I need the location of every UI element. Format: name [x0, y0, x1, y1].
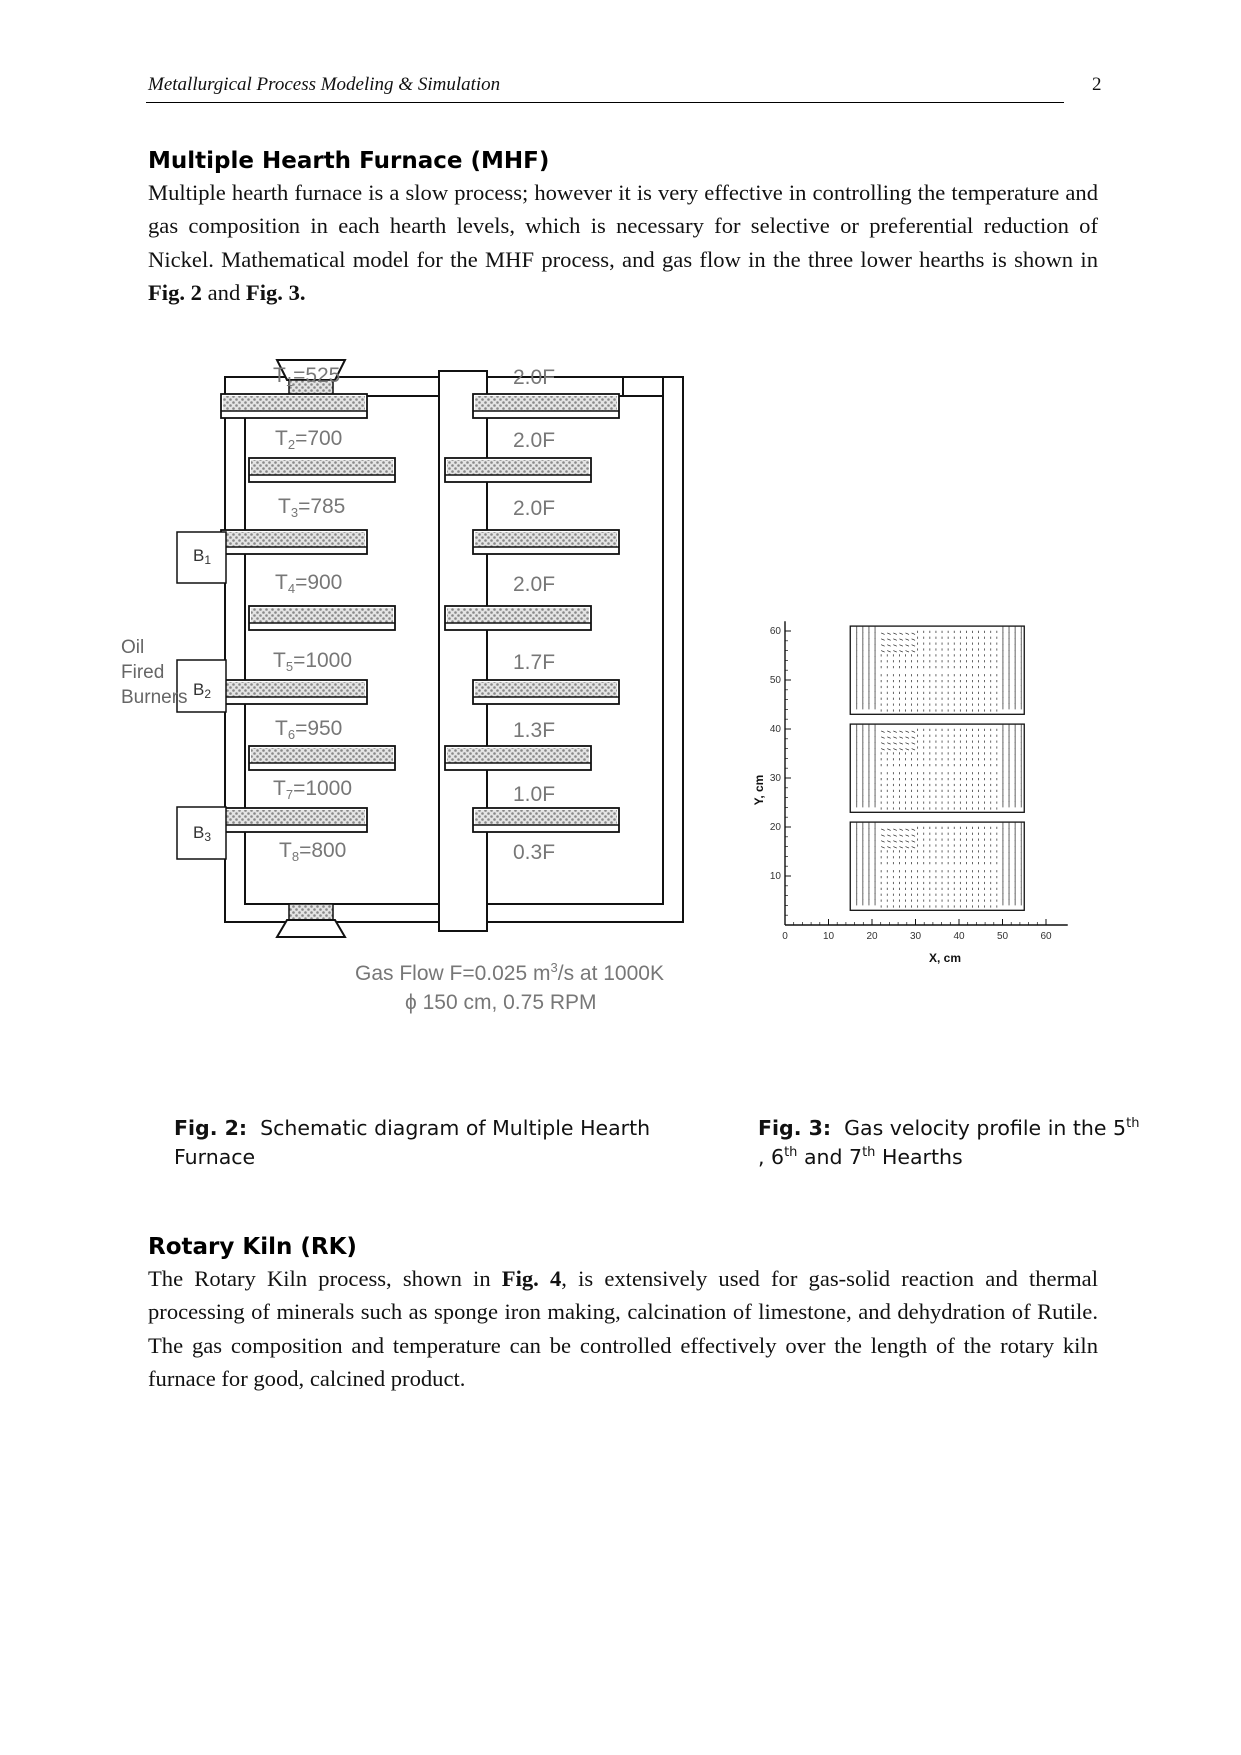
running-title: Metallurgical Process Modeling & Simulat… [148, 74, 501, 95]
svg-text:Burners: Burners [121, 687, 188, 708]
central-shaft [438, 370, 488, 932]
hearth-plate [472, 529, 620, 555]
hearth-temperature: T2=700 [275, 427, 342, 452]
hearth-domain [849, 723, 1025, 813]
figure3-caption-text: Gas velocity profile in the 5 [844, 1116, 1127, 1140]
hearth-plates [220, 393, 620, 833]
x-tick-label: 20 [866, 931, 878, 942]
x-tick-label: 60 [1040, 931, 1052, 942]
x-tick-label: 10 [823, 931, 835, 942]
fig4-reference: Fig. 4 [501, 1266, 562, 1291]
hearth-temperature: T8=800 [279, 839, 346, 864]
hearth-gas-flow: 1.7F [513, 651, 555, 674]
mhf-paragraph-text: Multiple hearth furnace is a slow proces… [148, 180, 1098, 272]
hearth-temperature: T5=1000 [273, 649, 352, 674]
velocity-vectors [856, 626, 1022, 908]
sup-th-3: th [862, 1145, 876, 1161]
discharge-plug [288, 903, 334, 921]
page-number: 2 [1092, 74, 1102, 95]
svg-text:Oil: Oil [121, 637, 144, 658]
hearth-plate [220, 679, 368, 705]
hearth-temperature: T3=785 [278, 495, 345, 520]
hearth-plate [472, 393, 620, 419]
hearth-plate [248, 605, 396, 631]
hearth-temperature: T4=900 [275, 571, 342, 596]
rk-paragraph-text2: , is extensively used for gas-solid reac… [148, 1266, 1098, 1391]
hearth-plate [248, 745, 396, 771]
hearth-gas-flow: 2.0F [513, 497, 555, 520]
hearth-plate [472, 807, 620, 833]
svg-text:B2: B2 [193, 680, 211, 701]
sup-th-2: th [784, 1145, 798, 1161]
y-axis-label: Y, cm [752, 775, 766, 806]
hearth-domain [849, 821, 1025, 911]
hearth-temperature: T7=1000 [273, 777, 352, 802]
mhf-paragraph-and: and [201, 279, 246, 305]
oil-fired-burners-label: Oil Fired Burners [121, 637, 188, 708]
hearth-plate [444, 457, 592, 483]
figure3-caption-text3: and 7 [797, 1145, 863, 1169]
x-tick-label: 50 [997, 931, 1009, 942]
x-axis-label: X, cm [929, 951, 961, 965]
hearth-plate [444, 745, 592, 771]
gas-exit-port [622, 376, 664, 397]
rk-paragraph: The Rotary Kiln process, shown in Fig. 4… [148, 1262, 1098, 1395]
burner-b1: B1 [176, 531, 227, 584]
x-tick-label: 30 [910, 931, 922, 942]
hearth-plate [220, 393, 368, 419]
running-header: Metallurgical Process Modeling & Simulat… [146, 74, 1064, 103]
y-tick-label: 10 [770, 871, 782, 882]
section-heading-rk: Rotary Kiln (RK) [148, 1234, 357, 1260]
hearth-gas-flow: 1.0F [513, 783, 555, 806]
x-tick-label: 40 [953, 931, 965, 942]
y-tick-label: 40 [770, 724, 782, 735]
svg-text:B1: B1 [193, 546, 211, 567]
hearth-gas-flow: 2.0F [513, 573, 555, 596]
hearth-gas-flow: 2.0F [513, 366, 555, 389]
burner-b3: B3 [176, 806, 227, 860]
y-tick-label: 30 [770, 773, 782, 784]
figure2-caption-text: Schematic diagram of Multiple Hearth Fur… [174, 1116, 651, 1169]
discharge-hopper [275, 919, 347, 938]
sup-th-1: th [1126, 1116, 1140, 1132]
figure2-caption-label: Fig. 2: [174, 1116, 248, 1140]
figure3-caption-label: Fig. 3: [758, 1116, 832, 1140]
hearth-gas-flow: 1.3F [513, 719, 555, 742]
mhf-paragraph: Multiple hearth furnace is a slow proces… [148, 176, 1098, 309]
y-tick-label: 50 [770, 675, 782, 686]
svg-text:B3: B3 [193, 823, 211, 844]
fig2-reference: Fig. 2 [148, 279, 202, 305]
hearth-gas-flow: 2.0F [513, 429, 555, 452]
hearth-domains [849, 625, 1025, 911]
hearth-temperature: T1=525 [273, 364, 340, 389]
figure2-caption: Fig. 2: Schematic diagram of Multiple He… [174, 1114, 694, 1172]
y-tick-label: 60 [770, 626, 782, 637]
hearth-plate [220, 529, 368, 555]
svg-text:Fired: Fired [121, 662, 164, 683]
hearth-plate [444, 605, 592, 631]
hearth-domain [849, 625, 1025, 715]
hearth-labels: T1=525 2.0F T2=700 2.0F T3=785 2.0F T4=900 2.0F… [273, 364, 555, 864]
figure3-caption: Fig. 3: Gas velocity profile in the 5th,… [758, 1114, 1158, 1172]
gas-flow-note: Gas Flow F=0.025 m3/s at 1000K [355, 960, 664, 985]
y-tick-label: 20 [770, 822, 782, 833]
hearth-gas-flow: 0.3F [513, 841, 555, 864]
mhf-schematic-diagram: B1 B2 B3 Oil Fired Burners T1=525 2.0F T2=… [121, 359, 684, 1014]
rk-paragraph-text: The Rotary Kiln process, shown in [148, 1266, 502, 1291]
feed-hopper [275, 359, 347, 381]
hearth-plate [472, 679, 620, 705]
hearth-temperature: T6=950 [275, 717, 342, 742]
hearth-plate [248, 457, 396, 483]
section-heading-mhf: Multiple Hearth Furnace (MHF) [148, 148, 550, 174]
fig3-reference: Fig. 3. [245, 279, 306, 305]
figure3-caption-text2: , 6 [758, 1145, 785, 1169]
x-tick-label: 0 [782, 931, 788, 942]
gas-velocity-vector-plot: 0 10 20 30 40 50 60 10 20 30 40 50 60 Y, cm X, cm [752, 621, 1068, 965]
velocity-plot-axes: 0 10 20 30 40 50 60 10 20 30 40 50 60 [770, 621, 1068, 942]
figure3-caption-text4: Hearths [875, 1145, 963, 1169]
burner-b2: B2 [176, 659, 227, 713]
hearth-plate [220, 807, 368, 833]
furnace-dims-note: ϕ 150 cm, 0.75 RPM [405, 991, 597, 1014]
